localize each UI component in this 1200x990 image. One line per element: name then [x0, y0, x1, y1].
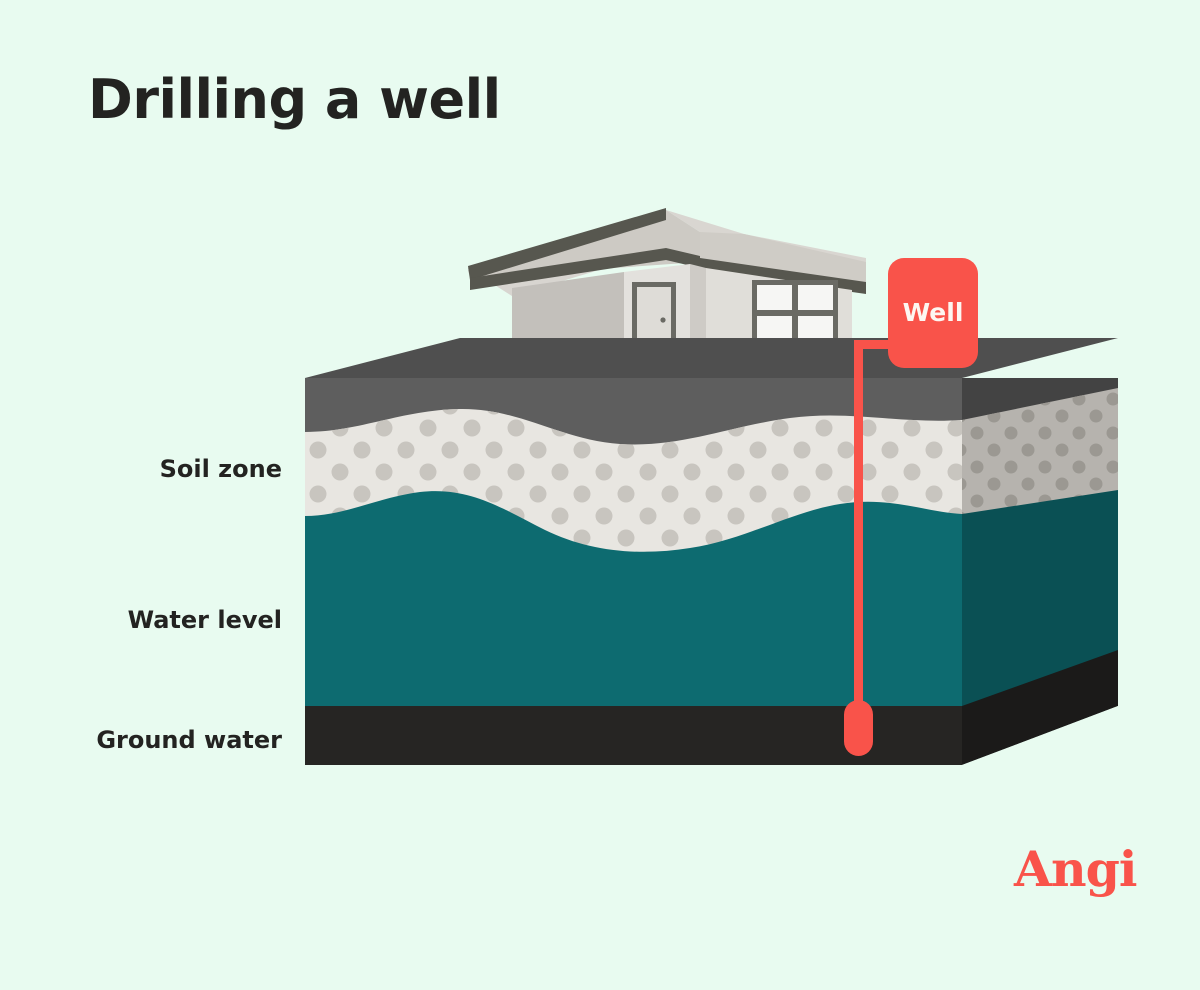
- house-window-pane-br: [798, 316, 833, 339]
- ground-front-face: [305, 378, 962, 765]
- soil-zone-dots-side: [962, 388, 1118, 530]
- house-fascia-ridge: [666, 248, 700, 268]
- well-callout-label: Well: [902, 297, 964, 327]
- page-title: Drilling a well: [88, 68, 501, 131]
- house-door-handle: [660, 317, 666, 323]
- well-pipe-intake: [844, 700, 873, 756]
- well-pipe: [844, 340, 894, 756]
- well-pipe-shaft: [854, 340, 863, 730]
- ground-top-face: [305, 338, 1118, 378]
- label-water-level: Water level: [127, 606, 282, 634]
- ground-water-side: [962, 650, 1118, 765]
- water-level-front: [305, 491, 962, 722]
- water-level-side: [962, 490, 1118, 712]
- well-callout-badge: Well: [888, 258, 978, 368]
- house-fascia-left: [468, 208, 666, 280]
- house-window-pane-tl: [757, 285, 792, 310]
- well-pipe-elbow: [854, 340, 894, 349]
- house-window-pane-tr: [798, 285, 833, 310]
- house-window-pane-bl: [757, 316, 792, 339]
- label-ground-water: Ground water: [96, 726, 282, 754]
- house-roof-right-slope: [700, 232, 866, 288]
- house-fascia-front-left: [470, 248, 666, 290]
- house-wall-corner: [690, 264, 706, 362]
- label-soil-zone: Soil zone: [159, 455, 282, 483]
- angi-logo: Angi: [1014, 840, 1138, 898]
- ground-side-face: [962, 378, 1118, 765]
